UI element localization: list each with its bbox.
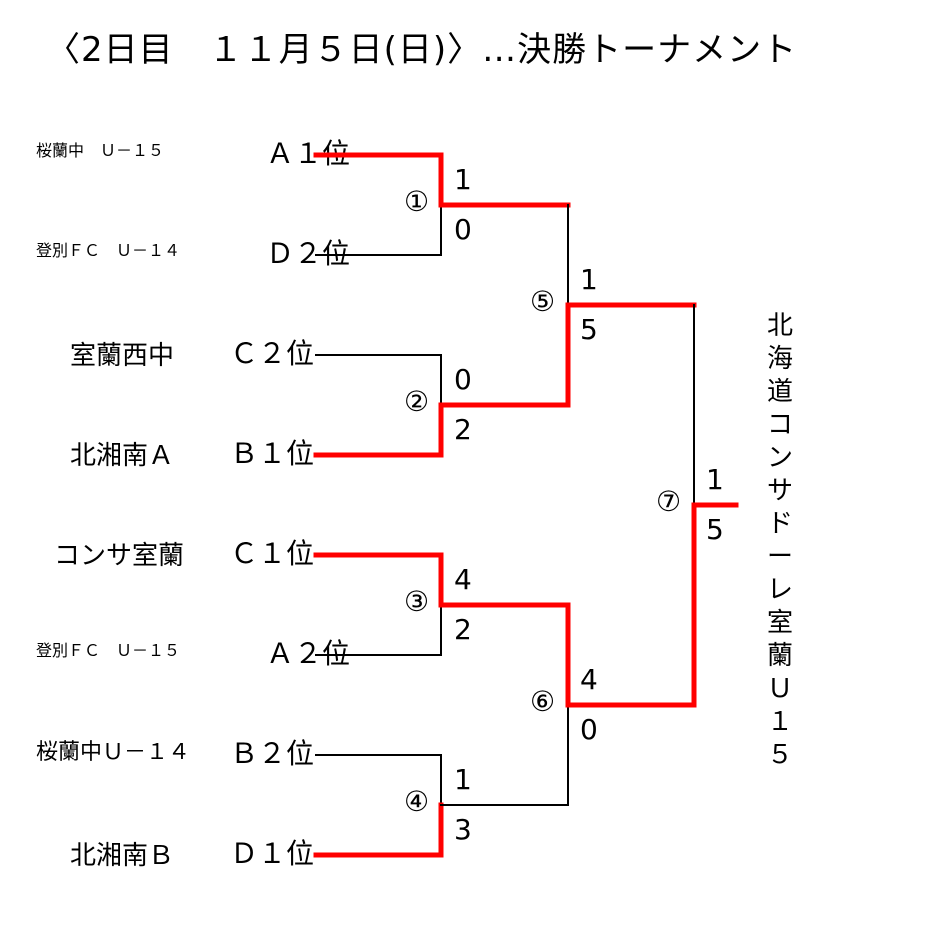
score-bottom: 5 bbox=[706, 513, 724, 546]
bracket-line-winner bbox=[565, 502, 697, 708]
match-number: ⑦ bbox=[656, 485, 682, 518]
team-rank: Ｂ２位 bbox=[230, 737, 315, 770]
team-entry: コンサ室蘭 Ｃ１位 bbox=[36, 540, 316, 570]
score-bottom: 0 bbox=[580, 713, 598, 746]
champion-char: 道 bbox=[766, 377, 793, 407]
bracket-line-loser bbox=[315, 204, 442, 256]
bracket-line-winner bbox=[438, 302, 571, 408]
bracket-line-winner bbox=[313, 402, 444, 458]
champion-name: 北 海 道 コ ン サ ド ー レ 室 蘭 Ｕ １ ５ bbox=[765, 310, 795, 772]
bracket-line-loser bbox=[440, 704, 569, 806]
team-name: 北湘南Ａ bbox=[70, 441, 175, 471]
champion-char: 北 bbox=[766, 311, 793, 341]
champion-char: ド bbox=[766, 509, 793, 539]
team-name: 登別ＦＣ Ｕ－１５ bbox=[36, 641, 181, 660]
champion-char: ー bbox=[766, 542, 793, 572]
bracket-line-winner bbox=[313, 802, 444, 858]
team-rank: Ｄ２位 bbox=[266, 237, 351, 270]
team-rank: Ａ２位 bbox=[266, 637, 351, 670]
match-number: ⑥ bbox=[530, 685, 556, 718]
champion-char: ５ bbox=[766, 740, 793, 770]
match-number: ③ bbox=[404, 585, 430, 618]
score-top: 1 bbox=[454, 763, 472, 796]
team-entry: 登別ＦＣ Ｕ－１５ Ａ２位 bbox=[36, 640, 350, 670]
champion-char: ン bbox=[766, 443, 793, 473]
score-bottom: 2 bbox=[454, 413, 472, 446]
team-name: コンサ室蘭 bbox=[54, 541, 185, 571]
team-name: 北湘南Ｂ bbox=[70, 841, 175, 871]
score-bottom: 2 bbox=[454, 613, 472, 646]
champion-char: Ｕ bbox=[766, 674, 793, 704]
score-bottom: 0 bbox=[454, 213, 472, 246]
bracket-line-loser bbox=[315, 604, 442, 656]
score-top: 1 bbox=[580, 263, 598, 296]
champion-char: １ bbox=[766, 707, 793, 737]
champion-char: 海 bbox=[766, 344, 793, 374]
champion-char: サ bbox=[766, 476, 793, 506]
team-entry: 桜蘭中Ｕ－１４ Ｂ２位 bbox=[36, 740, 316, 770]
score-top: 4 bbox=[454, 563, 472, 596]
score-bottom: 5 bbox=[580, 313, 598, 346]
team-rank: Ｃ１位 bbox=[230, 537, 315, 570]
team-rank: Ｄ１位 bbox=[230, 837, 315, 870]
bracket-line-winner bbox=[313, 552, 444, 608]
score-top: 0 bbox=[454, 363, 472, 396]
bracket-line-winner bbox=[438, 602, 571, 708]
match-number: ④ bbox=[404, 785, 430, 818]
bracket-line-winner bbox=[313, 152, 444, 208]
team-name: 室蘭西中 bbox=[70, 341, 175, 371]
score-top: 1 bbox=[706, 463, 724, 496]
team-name: 登別ＦＣ Ｕ－１４ bbox=[36, 241, 181, 260]
team-name: 桜蘭中 Ｕ－１５ bbox=[36, 141, 165, 160]
match-number: ② bbox=[404, 385, 430, 418]
team-entry: 北湘南Ｂ Ｄ１位 bbox=[36, 840, 316, 870]
team-entry: 北湘南Ａ Ｂ１位 bbox=[36, 440, 316, 470]
champion-char: コ bbox=[766, 410, 793, 440]
score-top: 4 bbox=[580, 663, 598, 696]
score-bottom: 3 bbox=[454, 813, 472, 846]
bracket-line-loser bbox=[315, 354, 442, 406]
match-number: ① bbox=[404, 185, 430, 218]
page-title: 〈2日目 １１月５日(日)〉…決勝トーナメント bbox=[46, 30, 798, 70]
score-top: 1 bbox=[454, 163, 472, 196]
champion-char: 室 bbox=[766, 608, 793, 638]
bracket-line-loser bbox=[315, 754, 442, 806]
team-entry: 登別ＦＣ Ｕ－１４ Ｄ２位 bbox=[36, 240, 350, 270]
team-name: 桜蘭中Ｕ－１４ bbox=[36, 740, 191, 765]
champion-char: レ bbox=[766, 575, 793, 605]
team-rank: Ｂ１位 bbox=[230, 437, 315, 470]
champion-char: 蘭 bbox=[766, 641, 793, 671]
team-entry: 室蘭西中 Ｃ２位 bbox=[36, 340, 316, 370]
match-number: ⑤ bbox=[530, 285, 556, 318]
team-rank: Ｃ２位 bbox=[230, 337, 315, 370]
